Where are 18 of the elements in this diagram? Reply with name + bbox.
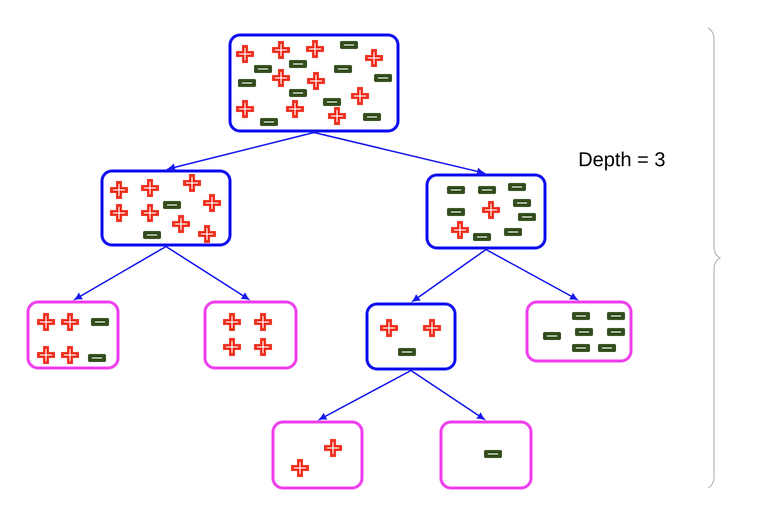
arrow bbox=[410, 370, 485, 420]
tree-node-box bbox=[26, 300, 120, 370]
arrow bbox=[314, 132, 484, 175]
tree-node-box bbox=[440, 420, 532, 490]
arrow bbox=[168, 132, 314, 171]
tree-node-box bbox=[366, 302, 456, 370]
tree-node-box bbox=[272, 420, 364, 490]
tree-node-box bbox=[204, 300, 298, 370]
depth-label: Depth = 3 bbox=[580, 152, 665, 170]
arrow bbox=[412, 248, 486, 302]
arrow bbox=[319, 370, 412, 420]
tree-node-box bbox=[228, 34, 400, 132]
arrow bbox=[74, 246, 166, 300]
arrow bbox=[486, 248, 578, 300]
tree-node-box bbox=[100, 170, 232, 246]
arrow bbox=[166, 246, 250, 300]
tree-node-box bbox=[526, 300, 632, 362]
tree-node-box bbox=[426, 174, 546, 250]
